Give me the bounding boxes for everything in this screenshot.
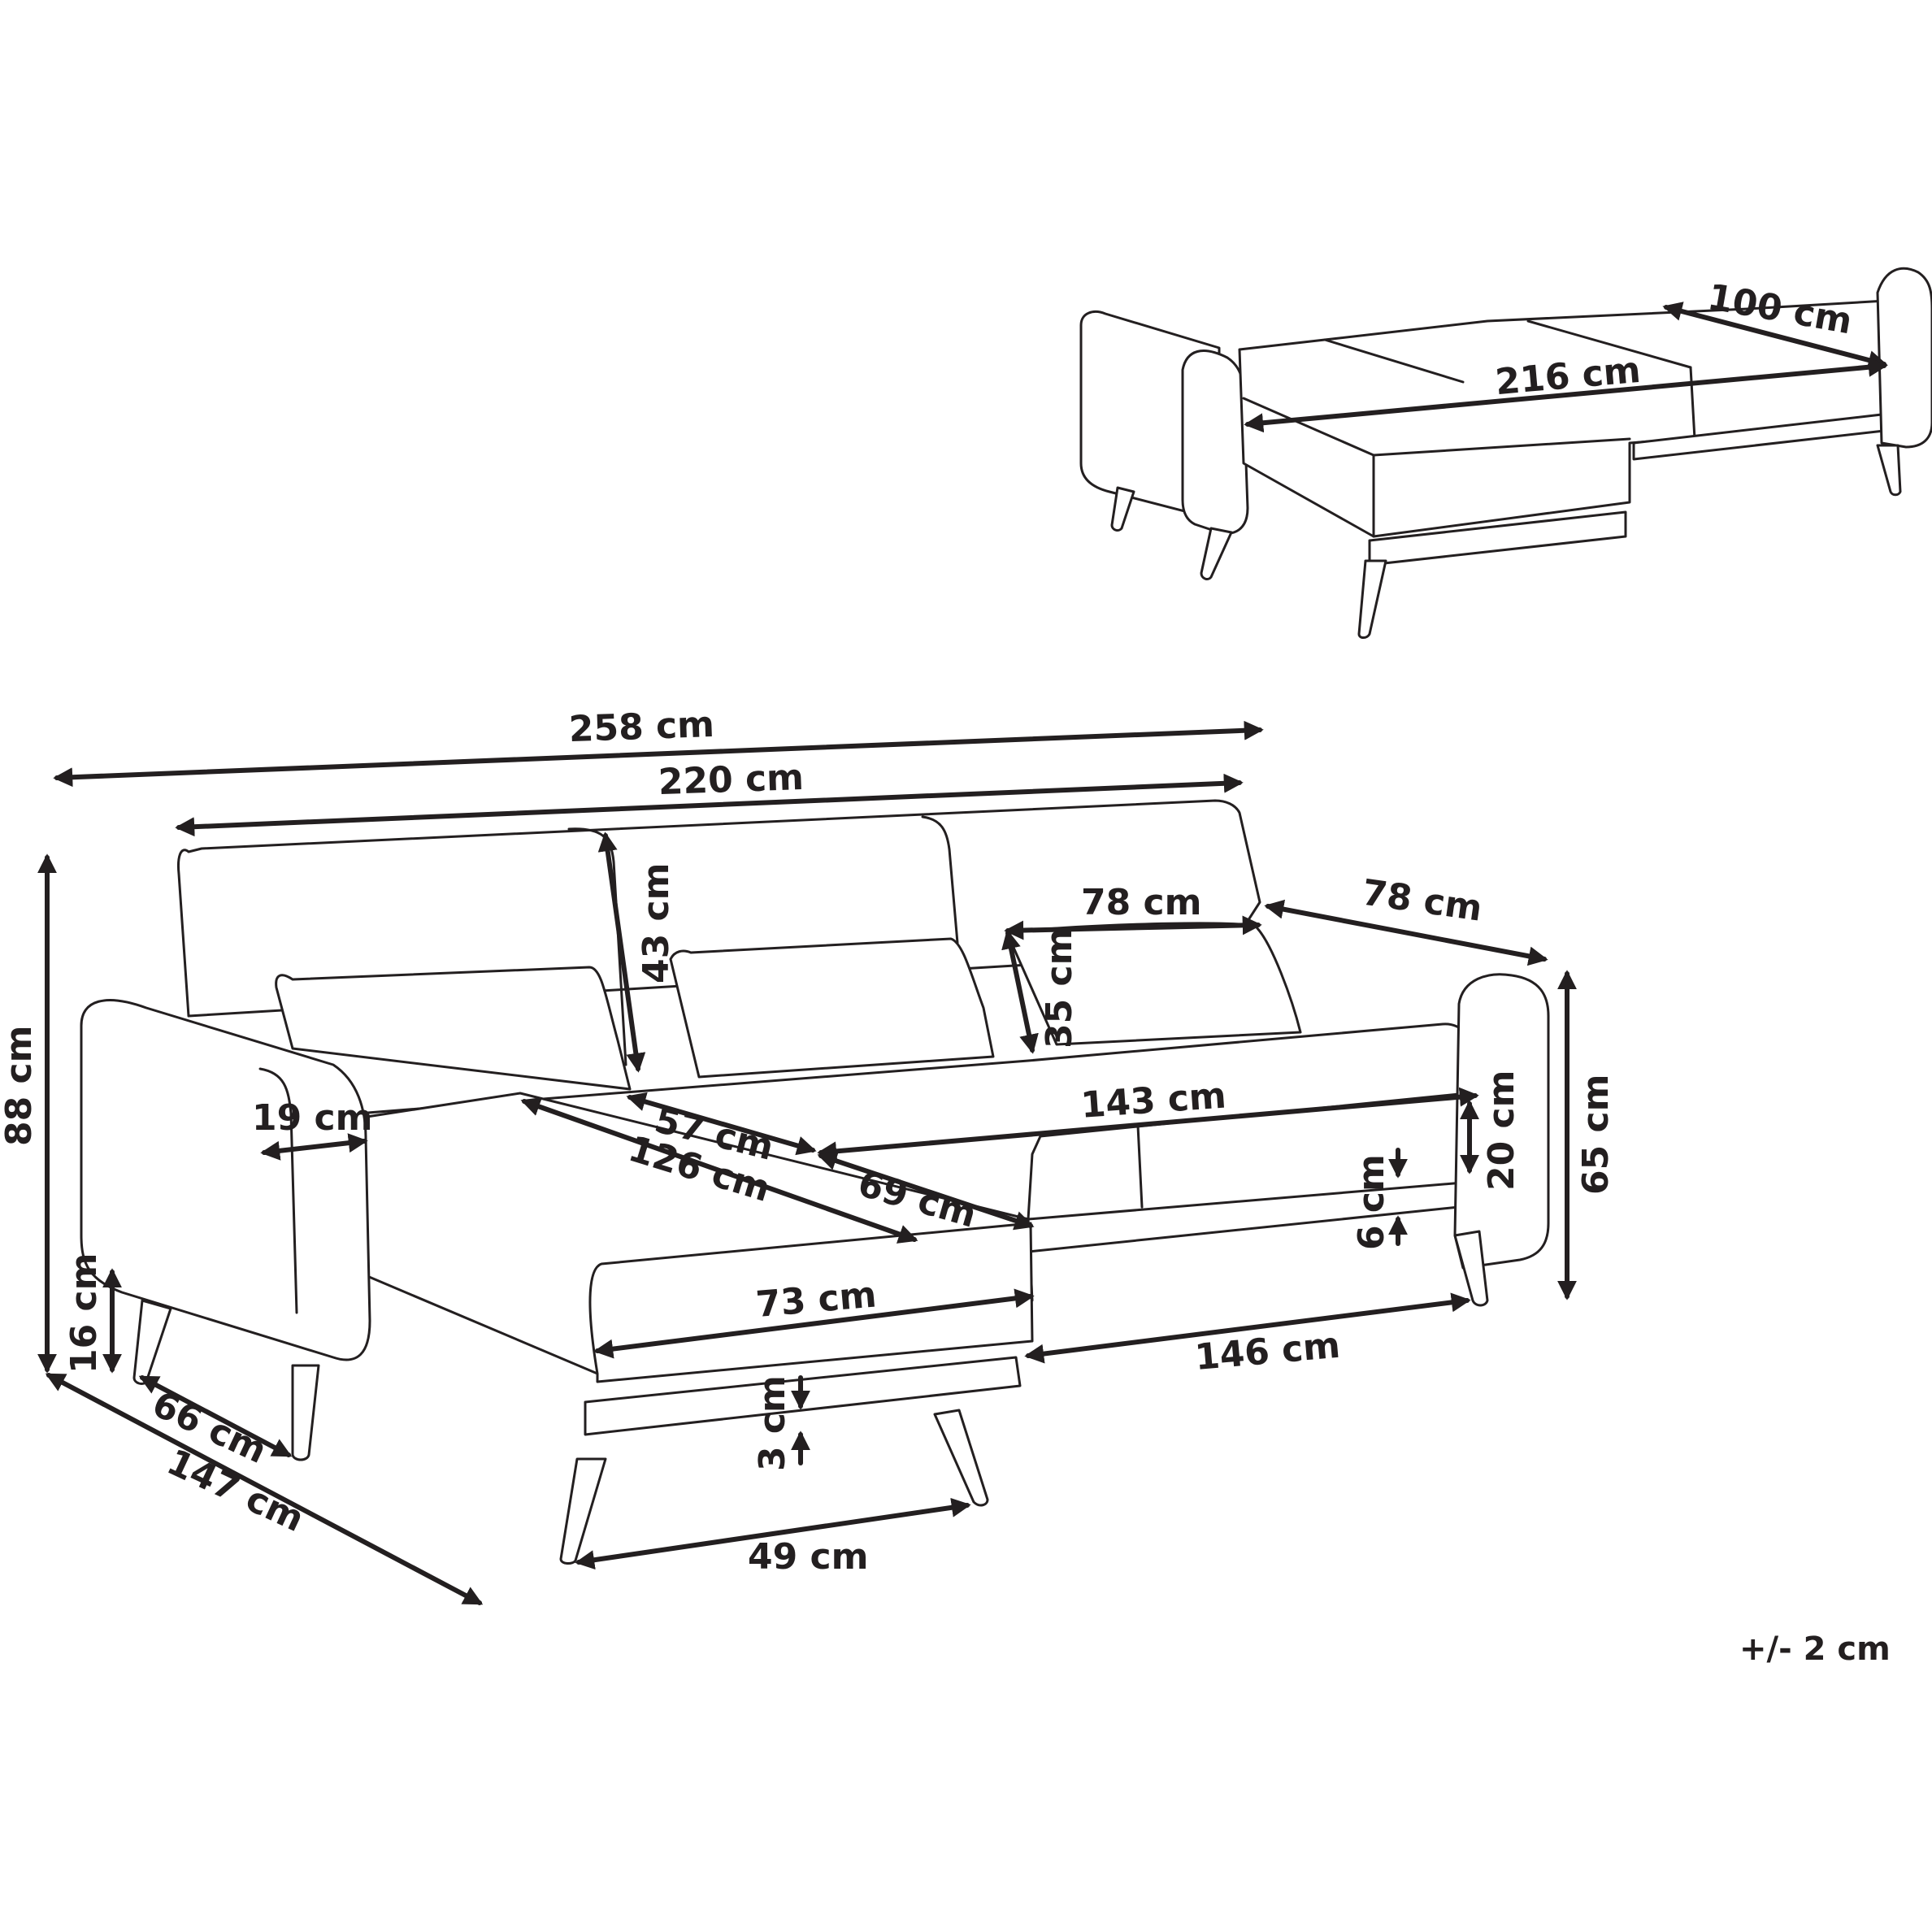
- arrow-216: [1244, 357, 1888, 433]
- arrow-100: [1662, 302, 1888, 370]
- arrow-73: [593, 1288, 1035, 1359]
- armrest-left: [80, 999, 371, 1361]
- label-88: 88 cm: [0, 1026, 40, 1146]
- label-16: 16 cm: [63, 1253, 105, 1374]
- dimension-arrows: [37, 302, 1888, 1605]
- main-sofa-drawing: [80, 799, 1550, 1565]
- arrow-69: [817, 1151, 1035, 1231]
- arrow-258: [53, 720, 1264, 788]
- label-220: 220 cm: [658, 757, 805, 803]
- label-65: 65 cm: [1575, 1075, 1617, 1195]
- arrow-78a: [1004, 915, 1262, 940]
- label-35: 35 cm: [1039, 928, 1080, 1048]
- arrow-19: [260, 1133, 368, 1161]
- label-143: 143 cm: [1079, 1075, 1227, 1126]
- label-6: 6 cm: [1351, 1154, 1392, 1250]
- leg-chaise-front: [559, 1457, 607, 1565]
- label-20: 20 cm: [1481, 1070, 1522, 1191]
- bed-mattress: [1238, 299, 1887, 538]
- arrow-220: [175, 773, 1244, 837]
- label-49: 49 cm: [748, 1536, 868, 1578]
- pillow-middle: [669, 937, 995, 1079]
- label-78b: 78 cm: [1360, 872, 1485, 930]
- leg-front-left: [291, 1364, 320, 1461]
- label-258: 258 cm: [568, 704, 715, 750]
- arrow-43: [597, 831, 646, 1073]
- arrow-49: [575, 1497, 971, 1570]
- tolerance-note: +/- 2 cm: [1739, 1630, 1891, 1668]
- arrow-35: [1001, 929, 1039, 1054]
- bed-right-arm: [1876, 267, 1932, 449]
- arrow-78b: [1264, 899, 1548, 966]
- label-43: 43 cm: [636, 863, 677, 983]
- leg-chaise-back: [933, 1409, 989, 1507]
- bed-front-arm: [1181, 349, 1249, 535]
- leg-back-left: [132, 1299, 172, 1385]
- label-3: 3 cm: [752, 1375, 793, 1471]
- leg-right: [1453, 1230, 1489, 1307]
- label-19: 19 cm: [252, 1097, 372, 1139]
- arrow-147: [45, 1373, 484, 1605]
- armrest-right: [1453, 973, 1550, 1270]
- arrow-146: [1024, 1292, 1471, 1364]
- arrow-143: [817, 1087, 1479, 1161]
- label-78a: 78 cm: [1081, 882, 1201, 923]
